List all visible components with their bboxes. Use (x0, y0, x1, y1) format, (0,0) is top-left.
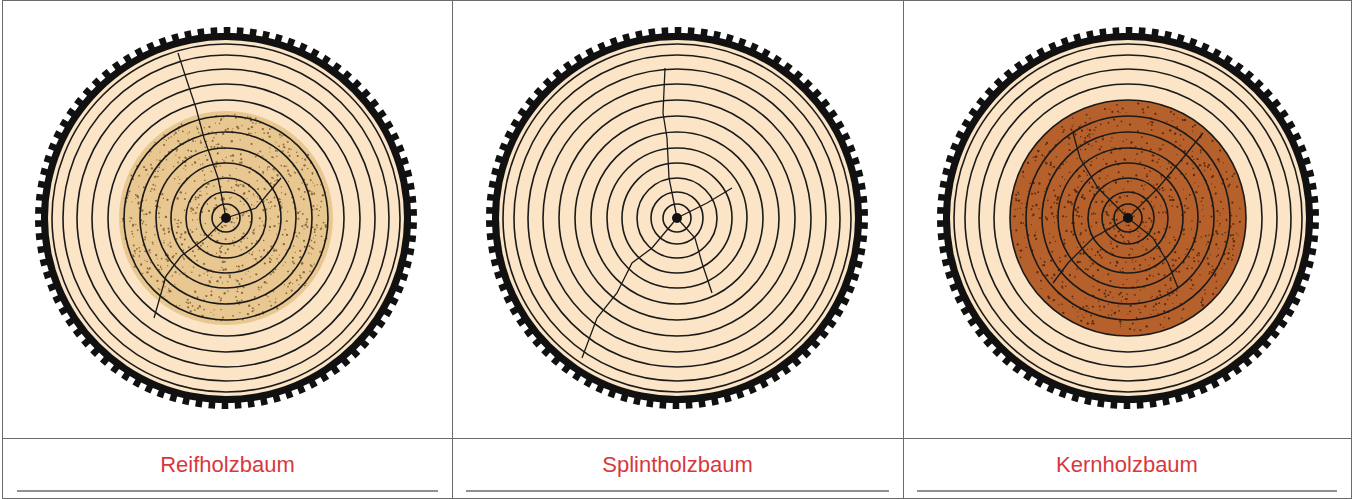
crack (154, 218, 226, 318)
growth-ring (108, 100, 344, 336)
growth-ring (622, 163, 732, 273)
crack (582, 218, 677, 358)
growth-ring (965, 55, 1291, 381)
growth-ring (52, 44, 400, 392)
heartwood (1010, 100, 1246, 336)
sapwood (950, 40, 1306, 396)
growth-ring (503, 44, 851, 392)
pith (1123, 213, 1133, 223)
heartwood-dots (1013, 102, 1240, 331)
growth-ring (1058, 148, 1198, 288)
growth-ring (1073, 163, 1183, 273)
tree-disc (35, 27, 417, 409)
growth-ring (514, 55, 840, 381)
table-rule (2, 438, 1352, 439)
growth-ring (954, 44, 1302, 392)
sapwood (48, 40, 404, 396)
underline (17, 491, 438, 492)
growth-ring (663, 204, 691, 232)
growth-ring (607, 148, 747, 288)
crack (178, 53, 226, 218)
growth-ring (637, 178, 717, 258)
growth-ring (575, 116, 779, 320)
crack (663, 68, 677, 218)
underline (917, 491, 1337, 492)
sapwood (499, 40, 855, 396)
table-rule (903, 0, 904, 498)
bark (486, 27, 868, 409)
underline (466, 491, 889, 492)
growth-ring (92, 84, 360, 352)
growth-ring (1042, 132, 1214, 304)
table-rule (452, 0, 453, 498)
bark (937, 27, 1319, 409)
tree-type-label: Splintholzbaum (602, 452, 752, 478)
crack (226, 178, 281, 218)
crack (1128, 218, 1178, 288)
growth-ring (1010, 100, 1246, 336)
growth-ring (124, 116, 328, 320)
pith (672, 213, 682, 223)
crack (1128, 133, 1203, 218)
growth-ring (156, 148, 296, 288)
heartwood (119, 111, 333, 325)
growth-ring (186, 178, 266, 258)
crack (677, 218, 712, 293)
tree-disc (937, 27, 1319, 409)
growth-ring (63, 55, 389, 381)
pith (221, 213, 231, 223)
table-frame (3, 1, 1352, 499)
growth-ring (171, 163, 281, 273)
heartwood-dots (122, 114, 327, 322)
bark (35, 27, 417, 409)
tree-type-label: Kernholzbaum (1056, 452, 1198, 478)
growth-ring (1026, 116, 1230, 320)
growth-ring (994, 84, 1262, 352)
tree-type-label: Reifholzbaum (160, 452, 295, 478)
growth-ring (528, 69, 826, 367)
growth-ring (651, 192, 703, 244)
crack (1073, 133, 1128, 218)
growth-ring (77, 69, 375, 367)
crack (1053, 218, 1128, 283)
tree-disc (486, 27, 868, 409)
growth-ring (543, 84, 811, 352)
crack (677, 188, 732, 218)
growth-ring (979, 69, 1277, 367)
growth-ring (559, 100, 795, 336)
growth-ring (591, 132, 763, 304)
